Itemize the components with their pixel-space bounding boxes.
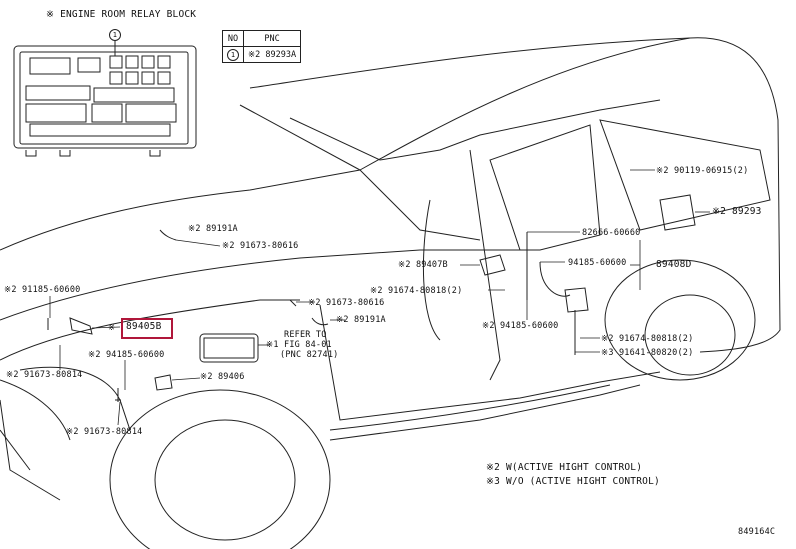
part-label[interactable]: ※2 89407B <box>398 260 448 270</box>
part-label[interactable]: ※2 89191A <box>188 224 238 234</box>
part-label[interactable]: ※2 91674-80818(2) <box>370 286 463 296</box>
part-label[interactable]: ※2 91674-80818(2) <box>601 334 694 344</box>
footnote-w: ※2 W(ACTIVE HIGHT CONTROL) <box>486 462 643 473</box>
pnc-row-no: 1 <box>222 46 244 63</box>
part-label[interactable]: ※2 94185-60600 <box>482 321 559 331</box>
refer-note[interactable]: FIG 84-01 <box>284 340 332 350</box>
part-label[interactable]: 82666-60660 <box>582 228 641 238</box>
relay-block-title: ※ ENGINE ROOM RELAY BLOCK <box>46 9 197 20</box>
part-label: ※ <box>108 323 116 333</box>
part-label[interactable]: ※2 91673-80616 <box>222 241 299 251</box>
part-label[interactable]: ※2 90119-06915(2) <box>656 166 749 176</box>
part-label: ※1 <box>266 340 279 350</box>
part-label[interactable]: ※2 89191A <box>336 315 386 325</box>
pnc-row-pnc: ※2 89293A <box>242 46 302 63</box>
part-label[interactable]: ※2 91673-80814 <box>6 370 83 380</box>
part-label[interactable]: 94185-60600 <box>568 258 627 268</box>
part-label[interactable]: ※2 89293 <box>712 206 762 217</box>
part-label-highlighted[interactable]: 89405B <box>126 321 162 332</box>
pnc-header-no: NO <box>222 30 244 47</box>
pnc-header-pnc: PNC <box>242 30 302 47</box>
part-label[interactable]: ※2 91185-60600 <box>4 285 81 295</box>
part-label[interactable]: ※3 91641-80820(2) <box>601 348 694 358</box>
figure-code: 849164C <box>738 527 776 537</box>
relay-block-drawing <box>13 40 197 157</box>
part-label[interactable]: ※2 91673-80814 <box>66 427 143 437</box>
refer-note: (PNC 82741) <box>280 350 339 360</box>
vehicle-body-outline <box>0 37 781 549</box>
relay-marker: 1 <box>109 29 121 41</box>
footnote-wo: ※3 W/O (ACTIVE HIGHT CONTROL) <box>486 476 660 487</box>
part-label[interactable]: ※2 94185-60600 <box>88 350 165 360</box>
leader-lines <box>49 169 710 426</box>
part-label[interactable]: 89408D <box>656 259 692 270</box>
pnc-table: NO PNC 1 ※2 89293A <box>222 30 302 63</box>
refer-note: REFER TO <box>284 330 327 340</box>
part-label[interactable]: ※2 89406 <box>200 372 245 382</box>
highlight-box <box>121 318 173 339</box>
part-label[interactable]: ※2 91673-80616 <box>308 298 385 308</box>
